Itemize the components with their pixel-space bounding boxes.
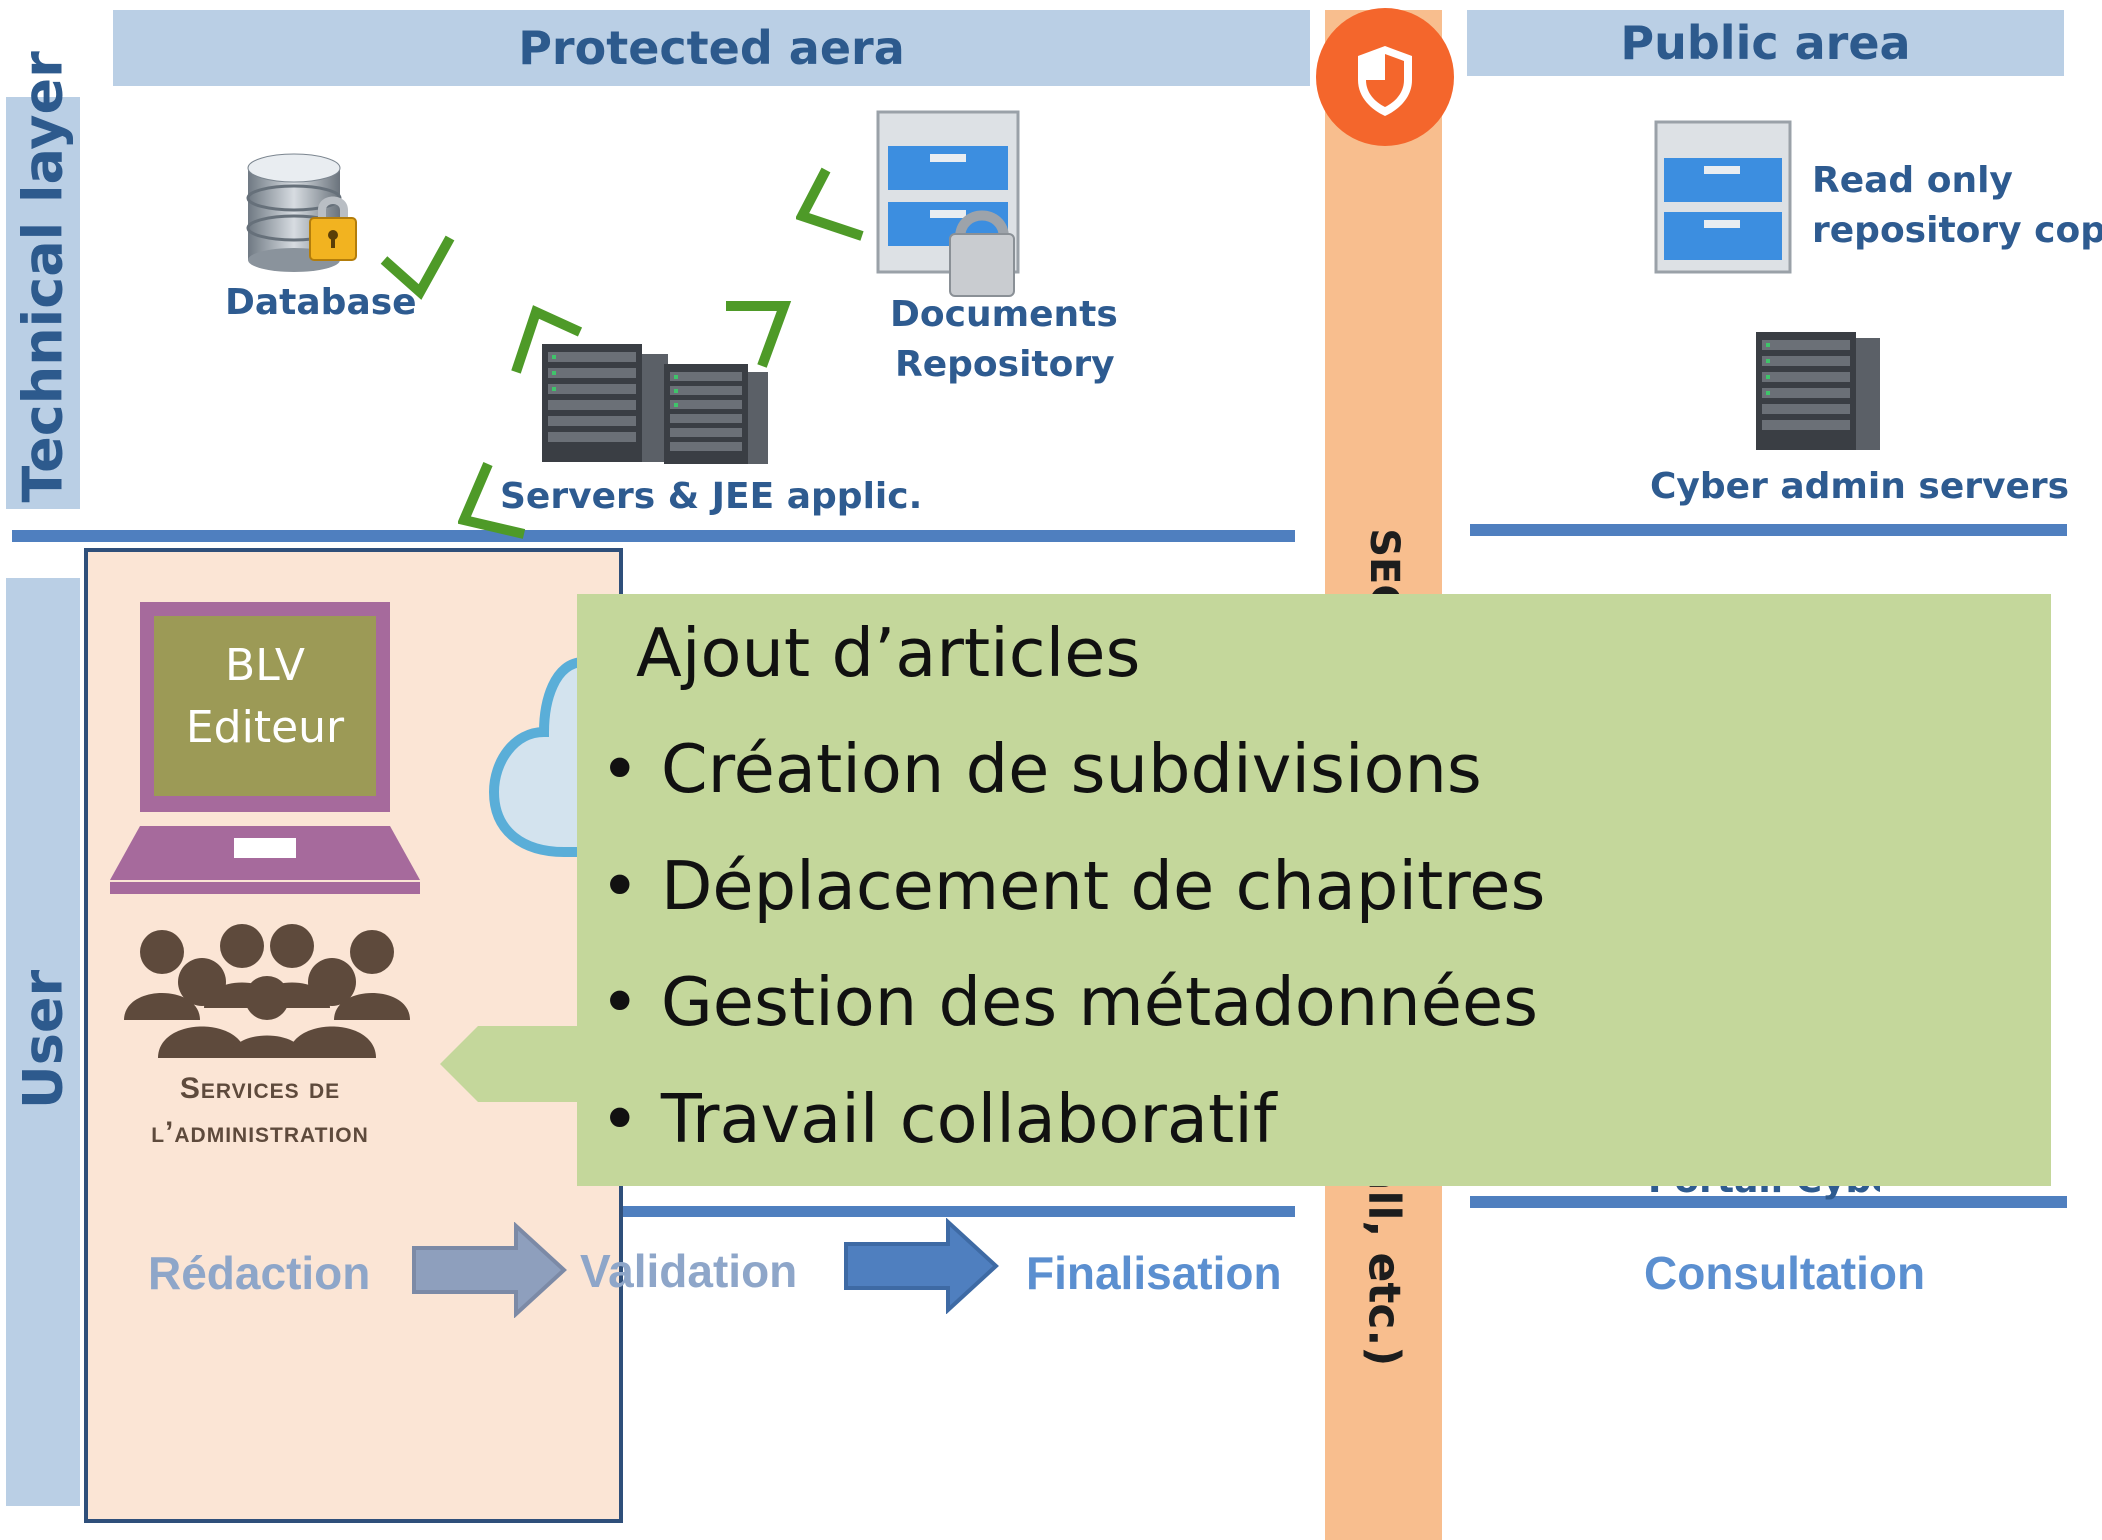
services-label-line1: Services de xyxy=(179,1072,341,1105)
user-layer-band xyxy=(6,578,80,1506)
callout-pointer xyxy=(440,1026,590,1102)
technical-layer-label: Technical layer xyxy=(11,51,75,503)
protected-area-title: Protected aera xyxy=(518,21,905,75)
bullet-dot-icon: • xyxy=(600,963,661,1041)
cloud-icon xyxy=(488,657,604,857)
servers-icon xyxy=(542,344,768,464)
overlay-bullet-1: • Création de subdivisions xyxy=(600,730,1482,808)
overlay-bullet-2-text: Déplacement de chapitres xyxy=(660,847,1546,925)
readonly-label-line1: Read only xyxy=(1812,160,2013,201)
bullet-dot-icon: • xyxy=(600,1080,661,1158)
workflow-step-redaction: Rédaction xyxy=(148,1247,371,1299)
database-icon xyxy=(246,153,357,272)
readonly-cabinet-icon xyxy=(1654,120,1792,274)
laptop-icon xyxy=(110,602,420,894)
overlay-bullet-4: • Travail collaboratif xyxy=(600,1080,1276,1158)
check-arrow-servers-left xyxy=(511,305,583,374)
security-shield-badge xyxy=(1316,8,1454,146)
public-area-title: Public area xyxy=(1620,16,1911,70)
workflow-separator-left xyxy=(98,1206,1295,1217)
documents-label-line1: Documents xyxy=(890,294,1118,335)
overlay-bullet-2: • Déplacement de chapitres xyxy=(600,847,1545,925)
documents-cabinet-icon xyxy=(876,110,1020,297)
protected-area-header: Protected aera xyxy=(113,10,1310,86)
cyber-admin-servers-label: Cyber admin servers xyxy=(1650,466,2070,507)
check-arrow-database xyxy=(380,235,455,300)
workflow-step-consultation: Consultation xyxy=(1644,1247,1926,1299)
features-overlay xyxy=(577,594,2051,1186)
workflow-separator-right xyxy=(1470,1196,2067,1208)
laptop-label-line1: BLV xyxy=(225,640,305,691)
laptop-label-line2: Editeur xyxy=(185,702,345,753)
portal-label-clip: Portail Cyber xyxy=(1640,1186,1880,1200)
overlay-bullet-3-text: Gestion des métadonnées xyxy=(660,963,1539,1041)
bullet-dot-icon: • xyxy=(600,730,661,808)
technical-separator-right xyxy=(1470,524,2067,536)
check-arrow-servers-right xyxy=(726,301,792,368)
workflow-arrow-2 xyxy=(844,1218,999,1314)
overlay-bullet-3: • Gestion des métadonnées xyxy=(600,963,1538,1041)
bullet-dot-icon: • xyxy=(600,847,661,925)
workflow-step-validation: Validation xyxy=(580,1245,798,1297)
overlay-title: Ajout d’articles xyxy=(636,614,1141,692)
user-layer-label: User xyxy=(11,969,75,1110)
technical-separator-left xyxy=(12,530,1295,542)
technical-layer-band xyxy=(6,97,80,509)
people-group-icon xyxy=(124,924,410,1058)
workflow-step-finalisation: Finalisation xyxy=(1026,1247,1282,1299)
servers-label: Servers & JEE applic. xyxy=(500,476,923,517)
portal-label: Portail Cyber xyxy=(1648,1186,1880,1200)
overlay-bullet-1-text: Création de subdivisions xyxy=(660,730,1482,808)
cyber-admin-servers-icon xyxy=(1756,332,1880,450)
overlay-bullet-4-text: Travail collaboratif xyxy=(660,1080,1277,1158)
documents-label-line2: Repository xyxy=(895,344,1115,385)
readonly-label-line2: repository copy xyxy=(1812,210,2102,251)
workflow-arrow-1 xyxy=(412,1222,567,1318)
shield-icon xyxy=(1358,46,1412,116)
check-arrow-documents xyxy=(796,167,864,241)
public-area-header: Public area xyxy=(1467,10,2064,76)
check-arrow-servers-bottom xyxy=(458,462,526,539)
database-label: Database xyxy=(225,282,417,323)
services-label-line2: l’administration xyxy=(151,1116,369,1149)
